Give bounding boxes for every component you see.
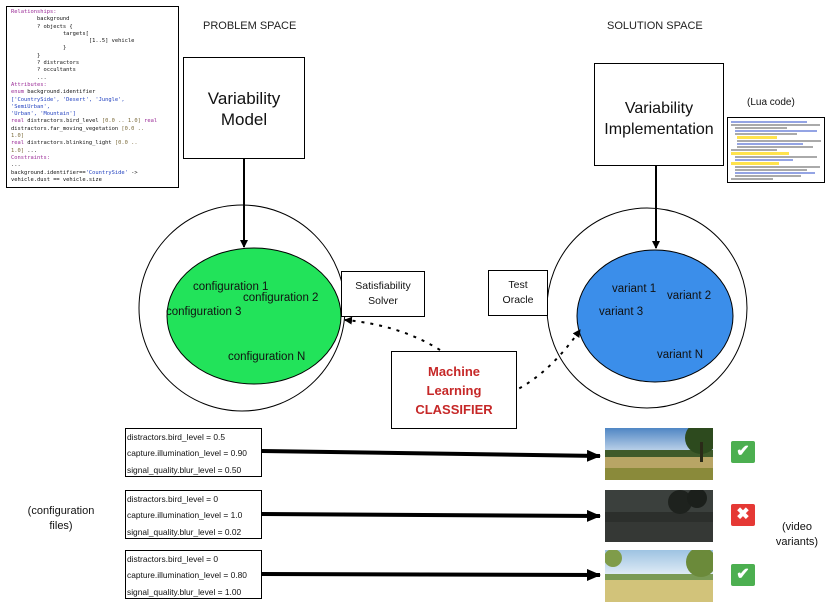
code-string: 'SemiUrban', [11, 103, 50, 110]
code-line: -> [131, 169, 138, 176]
code-number: 1.0] [11, 133, 24, 140]
config-file-2-illum: capture.illumination_level = 1.0 [127, 510, 243, 521]
code-number: 1.0] [11, 147, 24, 154]
code-number: [0.0 .. [114, 140, 138, 147]
config-file-3-blur: signal_quality.blur_level = 1.00 [127, 586, 242, 597]
variability-implementation-line2: Implementation [604, 121, 714, 138]
code-line: background.identifier== [11, 169, 86, 176]
config-file-3-illum: capture.illumination_level = 0.80 [127, 570, 247, 581]
pass-check-icon: ✔ [731, 441, 755, 463]
code-line: ... [36, 74, 47, 81]
code-line: background [36, 16, 70, 23]
code-string: 'CountrySide' [85, 169, 128, 176]
video-variants-label: (video variants) [768, 520, 826, 550]
solver-line2: Solver [368, 295, 398, 307]
variability-implementation-line1: Variability [624, 100, 694, 117]
fail-x-icon: ✖ [731, 504, 755, 526]
configuration-1-label: configuration 1 [193, 281, 269, 293]
variability-model-box [183, 57, 305, 159]
code-line: ... [11, 162, 21, 169]
solver-line1: Satisfiability [355, 280, 411, 292]
row1-arrow [261, 449, 601, 462]
solution-space-heading: SOLUTION SPACE [607, 20, 703, 32]
code-line: } [36, 52, 41, 59]
test-oracle-box: Test Oracle [488, 270, 548, 316]
variability-model-code-panel: Relationships: background ? objects { ta… [6, 6, 179, 188]
code-line: ? occultants [36, 67, 76, 74]
code-line: vehicle [111, 38, 135, 45]
variant-1-label: variant 1 [612, 283, 657, 295]
code-string: 'Urban', 'Mountain'] [11, 111, 76, 118]
config-file-3: distractors.bird_level = 0 capture.illum… [125, 550, 262, 599]
code-line: ? distractors [36, 60, 80, 67]
config-file-1-bird: distractors.bird_level = 0.5 [127, 432, 225, 442]
code-line: targets[ [62, 30, 89, 37]
configuration-n-label: configuration N [228, 351, 306, 363]
video-variant-1-thumbnail [605, 428, 713, 480]
configuration-files-label: (configuration files) [18, 504, 104, 534]
variability-implementation-label: Variability Implementation [594, 98, 724, 140]
pass-check-icon: ✔ [731, 564, 755, 586]
classifier-line3: CLASSIFIER [415, 402, 493, 417]
config-files-line1: (configuration [27, 505, 95, 517]
oracle-line1: Test [508, 279, 528, 291]
oracle-line2: Oracle [502, 294, 534, 306]
code-line: distractors.blinking_light [27, 140, 112, 147]
variability-implementation-box [594, 63, 724, 166]
variability-model-line1: Variability [207, 89, 281, 108]
code-number: [0.0 .. [121, 125, 145, 132]
configuration-3-label: configuration 3 [166, 306, 242, 318]
code-line: } [62, 45, 67, 52]
code-keyword: real [144, 118, 158, 125]
variant-3-label: variant 3 [599, 306, 644, 318]
classifier-line2: Learning [426, 383, 482, 398]
code-line: ? objects { [36, 23, 73, 30]
variant-2-label: variant 2 [667, 290, 712, 302]
config-files-line2: files) [49, 520, 73, 532]
row3-arrow [261, 568, 601, 581]
code-line: ... [27, 147, 37, 154]
constraints-header: Constraints: [11, 154, 50, 161]
code-line: distractors.far_moving_vegetation [11, 125, 119, 132]
ml-classifier-box: Machine Learning CLASSIFIER [391, 351, 517, 429]
attributes-header: Attributes: [11, 81, 47, 88]
code-number: [0.0 .. 1.0] [101, 118, 141, 125]
config-file-3-bird: distractors.bird_level = 0 [127, 554, 219, 564]
problem-space-heading: PROBLEM SPACE [203, 20, 297, 32]
video-variants-line2: variants) [775, 536, 819, 548]
code-line: background.identifier [27, 89, 96, 96]
code-string: ['CountrySide', 'Desert', 'Jungle', [11, 96, 125, 103]
variant-n-label: variant N [657, 349, 704, 361]
video-variants-line1: (video [782, 521, 812, 533]
variability-model-line2: Model [220, 110, 268, 129]
video-variant-2-thumbnail [605, 490, 713, 542]
config-file-2: distractors.bird_level = 0 capture.illum… [125, 490, 262, 539]
code-line: [1..5] [88, 38, 109, 45]
config-file-1-illum: capture.illumination_level = 0.90 [127, 448, 247, 459]
config-file-1-blur: signal_quality.blur_level = 0.50 [127, 464, 242, 475]
relationships-header: Relationships: [11, 9, 57, 15]
classifier-to-solver-arrow [344, 316, 441, 351]
video-variant-3-thumbnail [605, 550, 713, 602]
classifier-line1: Machine [427, 364, 480, 379]
satisfiability-solver-box: Satisfiability Solver [341, 271, 425, 317]
config-file-2-bird: distractors.bird_level = 0 [127, 494, 219, 504]
row2-arrow [261, 509, 601, 522]
code-keyword: real [11, 118, 24, 125]
variant-space-ellipse [576, 249, 734, 383]
code-keyword: real [11, 140, 24, 147]
code-line: vehicle.dust == vehicle.size [11, 176, 102, 183]
code-keyword: enum [11, 89, 24, 96]
config-file-2-blur: signal_quality.blur_level = 0.02 [127, 526, 242, 537]
variability-model-label: Variability Model [183, 88, 305, 130]
config-file-1: distractors.bird_level = 0.5 capture.ill… [125, 428, 262, 477]
lua-code-label: (Lua code) [747, 97, 795, 108]
lua-code-thumbnail [727, 117, 825, 183]
configuration-2-label: configuration 2 [243, 292, 319, 304]
code-line: distractors.bird_level [27, 118, 99, 125]
